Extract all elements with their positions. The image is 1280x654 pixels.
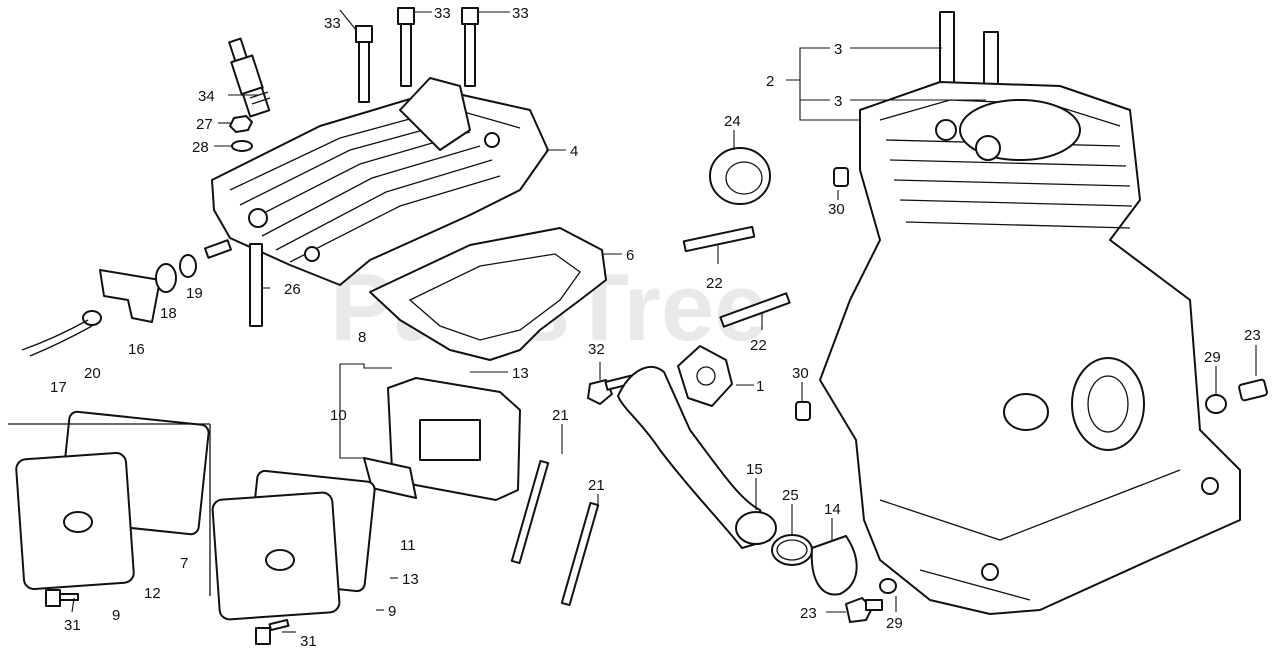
callout-18: 18 <box>160 305 177 322</box>
cylinder-head <box>211 77 549 286</box>
callout-10: 10 <box>330 407 347 424</box>
rocker-cover-parts <box>8 377 521 645</box>
callout-13: 13 <box>512 365 529 382</box>
callout-29: 29 <box>1204 349 1221 366</box>
callout-17: 17 <box>50 379 67 396</box>
callout-13: 13 <box>402 571 419 588</box>
callout-20: 20 <box>84 365 101 382</box>
callout-23: 23 <box>1244 327 1261 344</box>
callout-3: 3 <box>834 93 842 110</box>
callout-11: 11 <box>400 537 416 554</box>
leader-lines <box>71 9 1257 633</box>
callout-9: 9 <box>388 603 396 620</box>
callout-30: 30 <box>828 201 845 218</box>
callout-31: 31 <box>64 617 81 634</box>
callout-14: 14 <box>824 501 841 518</box>
spark-plug <box>228 37 271 118</box>
callout-23: 23 <box>800 605 817 622</box>
bolts-33 <box>355 7 479 103</box>
callout-21: 21 <box>588 477 605 494</box>
callout-22: 22 <box>706 275 723 292</box>
oil-filler-cap-14 <box>810 535 858 596</box>
drain-plugs <box>845 378 1268 623</box>
callout-9: 9 <box>112 607 120 624</box>
callout-22: 22 <box>750 337 767 354</box>
callout-26: 26 <box>284 281 301 298</box>
callout-33: 33 <box>324 15 341 32</box>
callout-1: 1 <box>756 378 764 395</box>
head-gasket <box>369 227 607 361</box>
callout-16: 16 <box>128 341 145 358</box>
callout-32: 32 <box>588 341 605 358</box>
callout-34: 34 <box>198 88 215 105</box>
nut <box>229 115 253 152</box>
callout-27: 27 <box>196 116 213 133</box>
callout-33: 33 <box>512 5 529 22</box>
callout-33: 33 <box>434 5 451 22</box>
callout-28: 28 <box>192 139 209 156</box>
callout-8: 8 <box>358 329 366 346</box>
o-ring-25 <box>771 534 813 566</box>
callout-labels: 1 2 3 3 4 6 7 8 9 9 10 11 12 13 13 14 15… <box>50 5 1261 650</box>
callout-3: 3 <box>834 41 842 58</box>
callout-4: 4 <box>570 143 578 160</box>
callout-12: 12 <box>144 585 161 602</box>
callout-31: 31 <box>300 633 317 650</box>
dowel-pins <box>795 167 849 421</box>
callout-25: 25 <box>782 487 799 504</box>
callout-15: 15 <box>746 461 763 478</box>
studs <box>510 225 791 607</box>
intake-pipe <box>617 345 777 549</box>
crankcase <box>819 11 1241 615</box>
callout-24: 24 <box>724 113 741 130</box>
oil-seal-24 <box>709 147 771 205</box>
callout-29: 29 <box>886 615 903 632</box>
callout-2: 2 <box>766 73 774 90</box>
callout-19: 19 <box>186 285 203 302</box>
callout-7: 7 <box>180 555 188 572</box>
callout-30: 30 <box>792 365 809 382</box>
callout-21: 21 <box>552 407 569 424</box>
callout-6: 6 <box>626 247 634 264</box>
breather-parts <box>21 239 263 357</box>
